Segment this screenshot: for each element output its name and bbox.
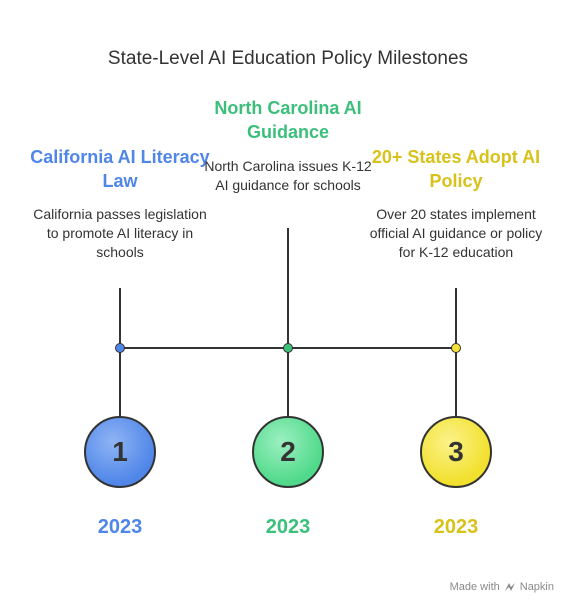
watermark: Made with Napkin xyxy=(450,581,554,593)
milestone-1-dot xyxy=(115,343,125,353)
watermark-text: Made with xyxy=(449,581,500,593)
milestone-3-number-circle: 3 xyxy=(420,416,492,488)
milestone-3-heading: 20+ States Adopt AI Policy xyxy=(371,147,541,191)
milestone-1-number: 1 xyxy=(112,436,128,467)
page-title: State-Level AI Education Policy Mileston… xyxy=(107,48,469,69)
milestone-1-year: 2023 xyxy=(97,516,143,538)
milestone-3-year: 2023 xyxy=(433,516,479,538)
milestone-1-upper-stem xyxy=(119,288,121,348)
milestone-2-description: North Carolina issues K-12 AI guidance f… xyxy=(204,158,372,193)
milestone-1-lower-stem xyxy=(119,348,121,418)
milestone-2-number: 2 xyxy=(280,436,296,467)
milestone-1-number-circle: 1 xyxy=(84,416,156,488)
milestone-3-description: Over 20 states implement official AI gui… xyxy=(369,206,543,260)
milestone-1-description: California passes legislation to promote… xyxy=(33,206,207,260)
milestone-3-upper-stem xyxy=(455,288,457,348)
milestone-3-dot xyxy=(451,343,461,353)
napkin-logo-icon xyxy=(504,581,516,593)
milestone-2-dot xyxy=(283,343,293,353)
milestone-3-number: 3 xyxy=(448,436,464,467)
milestone-3-lower-stem xyxy=(455,348,457,418)
milestone-2-number-circle: 2 xyxy=(252,416,324,488)
milestone-2-heading: North Carolina AI Guidance xyxy=(214,98,362,142)
milestone-2-lower-stem xyxy=(287,348,289,418)
watermark-brand: Napkin xyxy=(519,581,554,593)
milestone-2-upper-stem xyxy=(287,228,289,348)
milestone-1-heading: California AI Literacy Law xyxy=(30,147,210,191)
milestone-2-year: 2023 xyxy=(265,516,311,538)
